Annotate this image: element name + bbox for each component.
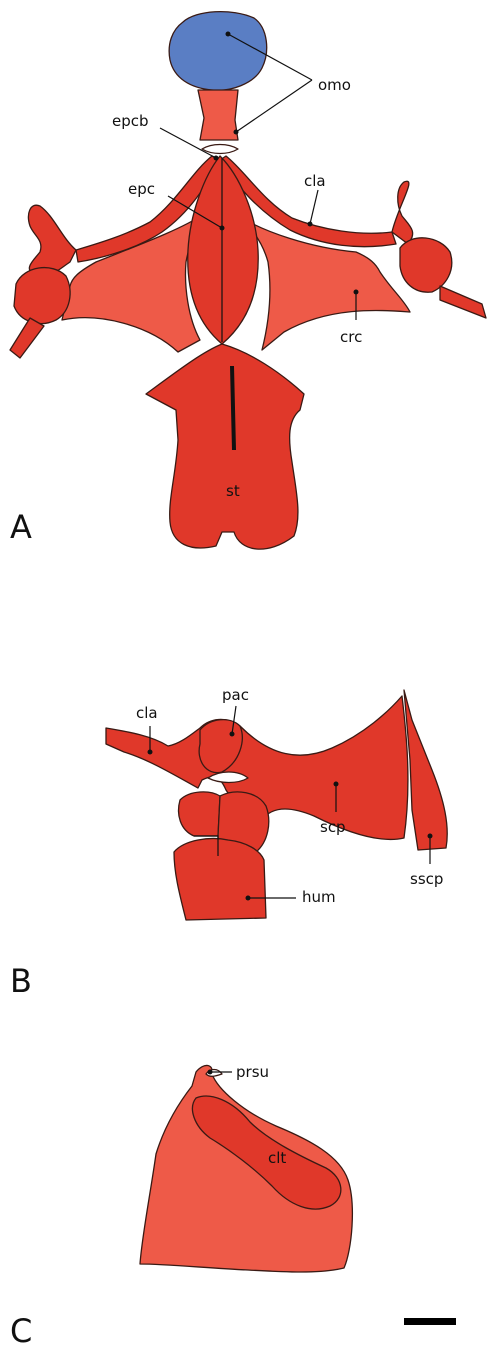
label-hum: hum xyxy=(302,888,336,906)
label-clt: clt xyxy=(268,1149,286,1167)
panel-b-drawing xyxy=(106,690,447,920)
hum-dot xyxy=(246,896,251,901)
scale-bar xyxy=(404,1318,456,1325)
crc-dot xyxy=(354,290,359,295)
label-scp: scp xyxy=(320,818,346,836)
scp-dot xyxy=(334,782,339,787)
left-glenoid xyxy=(14,268,70,324)
label-pac: pac xyxy=(222,686,249,704)
prsu-dot xyxy=(208,1070,213,1075)
epc-dot xyxy=(220,226,225,231)
label-cla-b: cla xyxy=(136,704,158,722)
label-epcb: epcb xyxy=(112,112,149,130)
pac-dot xyxy=(230,732,235,737)
epicoracoid-bridge xyxy=(202,145,238,154)
panel-c-drawing xyxy=(140,1065,352,1272)
panel-label-b: B xyxy=(10,962,32,1000)
omosternum-cartilage xyxy=(169,12,267,91)
right-glenoid xyxy=(400,238,452,292)
cla-a-leader xyxy=(310,190,318,224)
cla-b-dot xyxy=(148,750,153,755)
suprascapula xyxy=(404,690,447,850)
cla-a-dot xyxy=(308,222,313,227)
panel-label-c: C xyxy=(10,1312,32,1350)
label-sscp: sscp xyxy=(410,870,443,888)
label-crc: crc xyxy=(340,328,362,346)
right-humerus-stub xyxy=(440,286,486,318)
label-cla-a: cla xyxy=(304,172,326,190)
omosternum-stalk xyxy=(198,90,238,140)
glenoid-b xyxy=(179,792,220,836)
sscp-dot xyxy=(428,834,433,839)
right-scapula-process xyxy=(392,181,413,244)
label-epc: epc xyxy=(128,180,155,198)
left-scapula-process xyxy=(28,205,76,277)
sternum-midline xyxy=(232,366,234,450)
humerus-shaft xyxy=(174,839,266,921)
label-omo: omo xyxy=(318,76,351,94)
epcb-dot xyxy=(214,156,219,161)
label-st: st xyxy=(226,482,240,500)
sternum xyxy=(146,344,304,549)
panel-label-a: A xyxy=(10,508,32,546)
omo-dot-2 xyxy=(234,130,239,135)
left-humerus-stub xyxy=(10,318,44,358)
omo-dot xyxy=(226,32,231,37)
panel-a-drawing xyxy=(10,12,486,550)
label-prsu: prsu xyxy=(236,1063,269,1081)
